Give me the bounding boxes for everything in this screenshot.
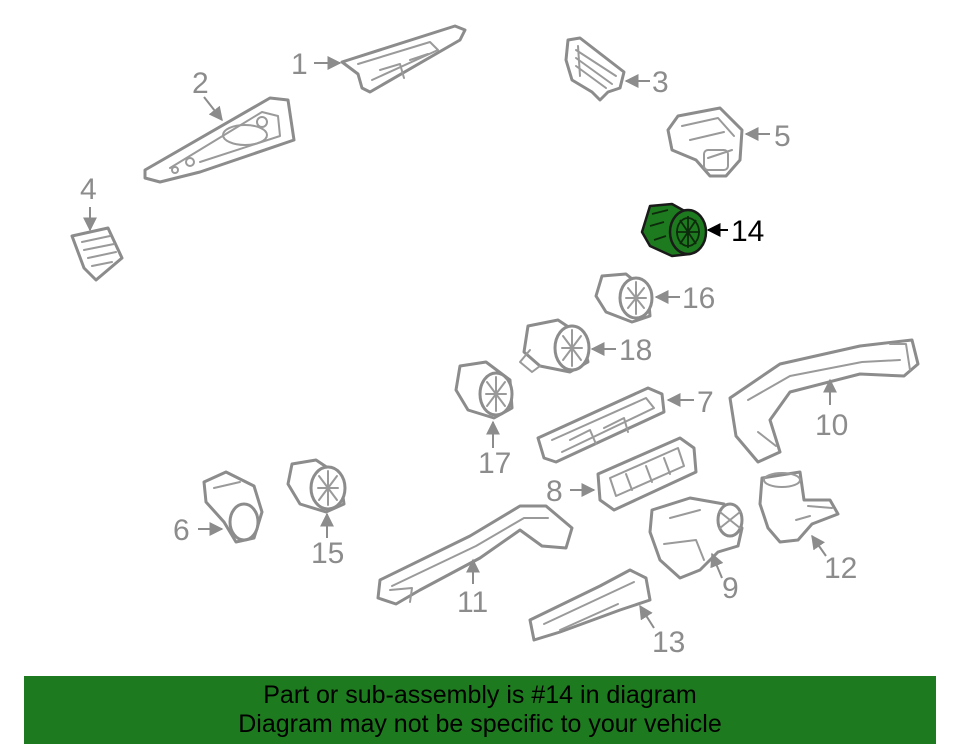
- callout-2: 2: [192, 67, 209, 100]
- callout-3: 3: [652, 66, 669, 99]
- leader-9: [710, 552, 724, 579]
- part-5[interactable]: [666, 106, 744, 178]
- callout-15: 15: [311, 537, 344, 570]
- part-18[interactable]: [519, 318, 591, 374]
- part-15[interactable]: [286, 458, 347, 514]
- leader-13: [639, 604, 655, 629]
- callout-8: 8: [546, 475, 563, 508]
- banner-line-2: Diagram may not be specific to your vehi…: [238, 710, 722, 738]
- part-7[interactable]: [536, 386, 666, 464]
- callout-14: 14: [731, 215, 764, 248]
- callout-6: 6: [173, 514, 190, 547]
- callout-9: 9: [722, 572, 739, 605]
- part-8[interactable]: [596, 436, 698, 512]
- part-3[interactable]: [564, 36, 626, 102]
- callout-10: 10: [815, 409, 848, 442]
- part-17[interactable]: [454, 360, 514, 420]
- part-13[interactable]: [528, 568, 652, 642]
- callout-11: 11: [457, 586, 488, 619]
- part-12[interactable]: [758, 470, 840, 544]
- callout-5: 5: [774, 120, 791, 153]
- callout-1: 1: [291, 48, 308, 81]
- callout-17: 17: [478, 447, 511, 480]
- part-11[interactable]: [376, 504, 574, 606]
- part-1[interactable]: [340, 24, 467, 94]
- part-16[interactable]: [594, 272, 654, 324]
- part-10[interactable]: [728, 338, 920, 464]
- part-14[interactable]: [640, 202, 708, 258]
- callout-12: 12: [824, 552, 857, 585]
- part-2[interactable]: [143, 96, 296, 184]
- part-9[interactable]: [648, 496, 744, 580]
- info-banner: Part or sub-assembly is #14 in diagram D…: [24, 676, 936, 744]
- part-6[interactable]: [202, 470, 264, 544]
- callout-4: 4: [80, 173, 97, 206]
- leader-2: [203, 96, 223, 122]
- callout-16: 16: [682, 282, 715, 315]
- callout-13: 13: [652, 626, 685, 659]
- part-4[interactable]: [70, 226, 124, 282]
- banner-line-1: Part or sub-assembly is #14 in diagram: [263, 681, 697, 709]
- callout-18: 18: [619, 334, 652, 367]
- leader-12: [811, 534, 827, 557]
- callout-7: 7: [697, 386, 714, 419]
